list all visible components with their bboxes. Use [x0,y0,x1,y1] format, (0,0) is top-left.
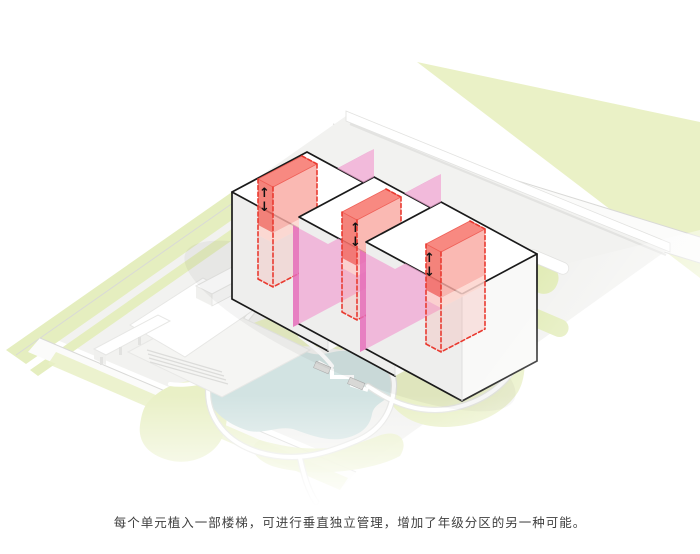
fade-overlays [0,230,700,554]
building-complex: ↑ ↓ ↑ ↓ ↑ ↓ [184,149,538,412]
up-arrow-icon: ↑ [350,221,361,236]
caption: 每个单元植入一部楼梯，可进行垂直独立管理，增加了年级分区的另一种可能。 [113,516,587,530]
stair-core-3 [425,220,486,353]
podium-walkway-wing [92,314,172,365]
down-arrow-icon: ↓ [424,265,435,280]
down-arrow-icon: ↓ [259,200,270,215]
stair-core-3-arrows: ↑ ↓ [424,251,435,280]
division-plane-2 [360,174,441,352]
podium-floor-stack [146,349,229,385]
down-arrow-icon: ↓ [350,235,361,250]
podium-building [92,265,312,398]
up-arrow-icon: ↑ [424,251,435,266]
stair-core-2-arrows: ↑ ↓ [350,221,361,250]
up-arrow-icon: ↑ [259,186,270,201]
pond-bridge [313,360,369,392]
west-green-strips [6,192,264,376]
division-plane-1 [293,149,374,327]
stair-core-1-arrows: ↑ ↓ [259,186,270,215]
